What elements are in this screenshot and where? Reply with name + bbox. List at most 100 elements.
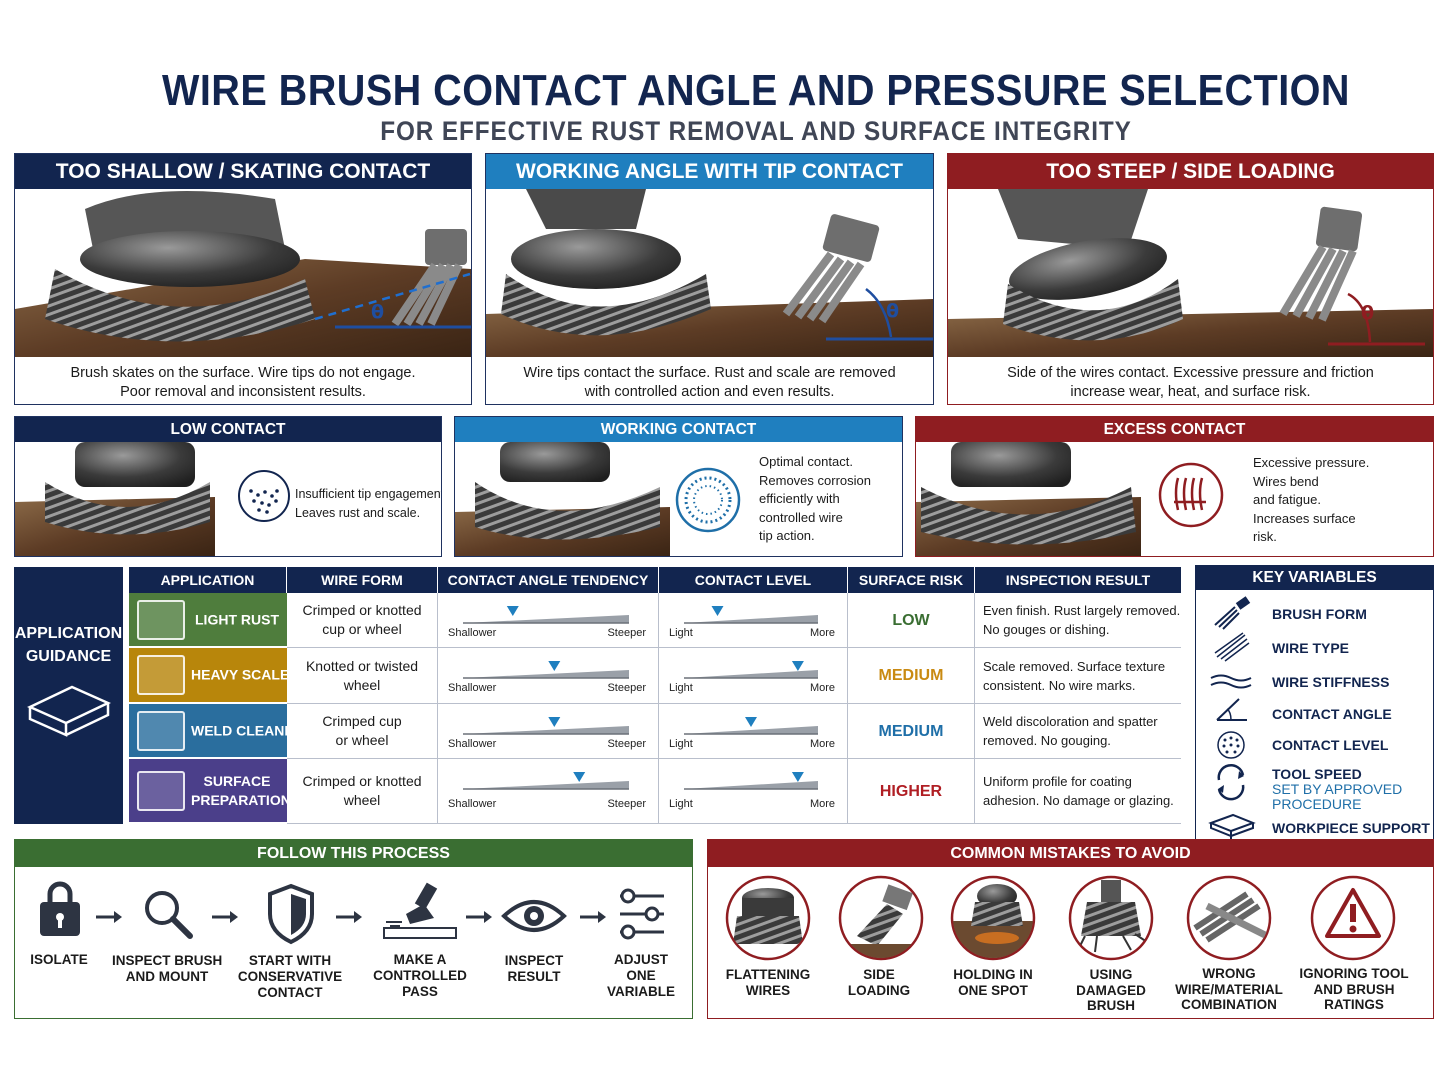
contact-angle-cell: Shallower Steeper <box>438 759 659 824</box>
contact-level-cell-track <box>684 661 818 679</box>
scale-min-label: Light <box>669 798 693 810</box>
flattened-wires-icon <box>725 875 811 961</box>
scale-marker <box>791 661 804 671</box>
col-header-surface-risk: SURFACE RISK <box>848 567 975 593</box>
angle-panel-working: WORKING ANGLE WITH TIP CONTACT θ Wire ti… <box>485 153 934 405</box>
scale-max-label: More <box>809 738 835 750</box>
arrow-icon <box>580 911 606 923</box>
arrow-icon <box>96 911 122 923</box>
contact-angle-cell-track <box>463 717 629 735</box>
contact-panel-excess: EXCESS CONTACT Excessive pressure. Wires… <box>915 416 1434 557</box>
scale-max-label: More <box>809 682 835 694</box>
sliders-icon <box>620 888 664 940</box>
contact-level-cell: Light More <box>659 759 848 824</box>
workpiece-support-icon <box>1208 813 1256 839</box>
theta-label: θ <box>1361 302 1374 324</box>
steep-angle-illustration: θ <box>948 189 1433 357</box>
application-icon <box>137 770 185 811</box>
low-contact-dots-icon <box>238 470 290 522</box>
mistakes-panel: COMMON MISTAKES TO AVOID <box>707 839 1434 1019</box>
contact-description: Insufficient tip engagement. Leaves rust… <box>295 487 442 520</box>
contact-angle-cell-track <box>463 661 629 679</box>
col-header-contact-level: CONTACT LEVEL <box>659 567 848 593</box>
scale-min-label: Light <box>669 738 693 750</box>
angle-panel-steep: TOO STEEP / SIDE LOADING θ Side of the w… <box>947 153 1434 405</box>
scale-marker <box>548 717 561 727</box>
arrow-icon <box>212 911 238 923</box>
col-header-inspection-result: INSPECTION RESULT <box>975 567 1181 593</box>
scale-min-label: Shallower <box>448 627 497 639</box>
panel-caption: Brush skates on the surface. Wire tips d… <box>70 365 416 400</box>
lock-icon <box>40 881 80 936</box>
scale-marker <box>791 772 804 782</box>
scale-marker <box>548 661 561 671</box>
surface-risk-cell: LOW <box>848 593 975 648</box>
wrong-wire-icon <box>1186 875 1272 961</box>
working-contact-ring-icon <box>675 467 741 533</box>
scale-max-label: More <box>809 627 835 639</box>
shield-icon <box>268 883 314 945</box>
excess-contact-brush-illustration <box>916 442 1141 556</box>
scale-marker <box>573 772 586 782</box>
working-angle-illustration: θ <box>486 189 933 357</box>
panel-title: EXCESS CONTACT <box>916 417 1433 442</box>
damaged-brush-icon <box>1068 875 1154 961</box>
panel-title: LOW CONTACT <box>15 417 441 442</box>
eye-icon <box>501 900 567 932</box>
scale-max-label: Steeper <box>607 798 646 810</box>
scale-wedge <box>684 781 818 789</box>
surface-risk-cell: MEDIUM <box>848 704 975 759</box>
scale-min-label: Shallower <box>448 738 497 750</box>
contact-description: Excessive pressure. Wires bend and fatig… <box>1253 455 1370 544</box>
working-contact-brush-illustration <box>455 442 670 556</box>
panel-title: WORKING ANGLE WITH TIP CONTACT <box>486 154 933 189</box>
warning-icon <box>1310 875 1396 961</box>
surface-risk-cell: MEDIUM <box>848 648 975 704</box>
contact-angle-cell-track <box>463 772 629 790</box>
process-title: FOLLOW THIS PROCESS <box>15 840 692 867</box>
surface-risk-cell: HIGHER <box>848 759 975 824</box>
application-label: HEAVY SCALE <box>191 666 290 683</box>
panel-title: TOO STEEP / SIDE LOADING <box>948 154 1433 189</box>
panel-caption: Side of the wires contact. Excessive pre… <box>1007 365 1374 400</box>
key-variable-brush-form: BRUSH FORM <box>1272 606 1367 622</box>
contact-angle-cell-track <box>463 606 629 624</box>
theta-label: θ <box>371 301 384 323</box>
tool-speed-icon <box>1217 763 1245 801</box>
panel-title: WORKING CONTACT <box>455 417 902 442</box>
page-subtitle: FOR EFFECTIVE RUST REMOVAL AND SURFACE I… <box>380 116 1132 146</box>
scale-min-label: Light <box>669 682 693 694</box>
excess-contact-bent-wires-icon <box>1158 462 1224 528</box>
workpiece-block-icon <box>27 685 111 737</box>
col-header-contact-angle: CONTACT ANGLE TENDENCY <box>438 567 659 593</box>
scale-min-label: Shallower <box>448 798 497 810</box>
mistakes-title: COMMON MISTAKES TO AVOID <box>708 840 1433 867</box>
application-icon <box>137 710 185 751</box>
col-header-wire-form: WIRE FORM <box>287 567 438 593</box>
wire-type-icon <box>1214 632 1250 662</box>
panel-caption: Wire tips contact the surface. Rust and … <box>523 365 896 400</box>
scale-max-label: More <box>809 798 835 810</box>
application-icon <box>137 599 185 640</box>
scale-marker <box>711 606 724 616</box>
scale-marker <box>745 717 757 727</box>
contact-level-cell: Light More <box>659 648 848 704</box>
application-cell: WELD CLEANING <box>129 704 309 759</box>
key-variable-tool-speed: TOOL SPEED <box>1272 766 1362 782</box>
